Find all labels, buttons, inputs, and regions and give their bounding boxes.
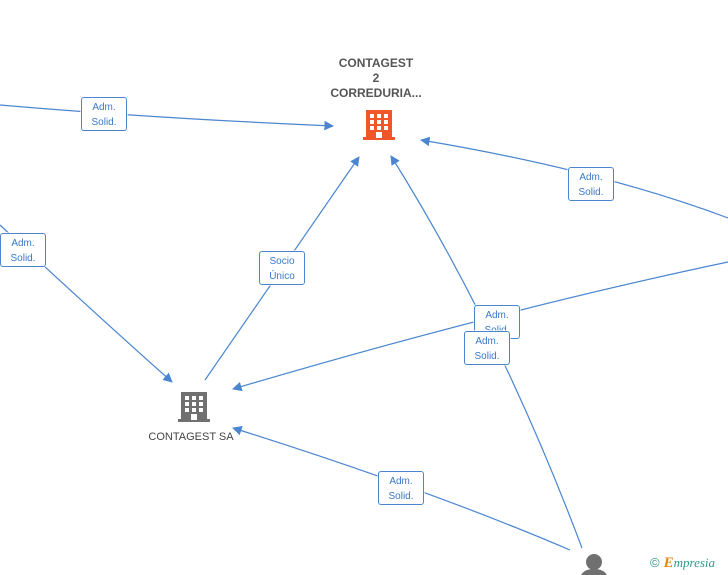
edge-label-line1: Adm. bbox=[11, 238, 35, 249]
building-icon bbox=[178, 392, 210, 422]
person-icon bbox=[581, 554, 607, 575]
edge-label-line2: Solid. bbox=[10, 253, 36, 264]
edge-left-to-contagest2 bbox=[0, 104, 334, 131]
edge-label-line1: Adm. bbox=[579, 172, 603, 183]
brand-first-letter: E bbox=[663, 555, 674, 571]
brand-logo: ©Empresia bbox=[650, 555, 715, 573]
edge-label-line1: Adm. bbox=[389, 476, 413, 487]
edge-label-line2: Solid. bbox=[388, 491, 414, 502]
edge-label-line2: Solid. bbox=[578, 187, 604, 198]
edge-label-line1: Adm. bbox=[92, 102, 116, 113]
edge-label-e1[interactable]: Adm. Solid. bbox=[81, 97, 127, 131]
edge-label-line1: Socio bbox=[269, 256, 295, 267]
edge-label-line1: Adm. bbox=[485, 310, 509, 321]
edge-label-e6[interactable]: Adm. Solid. bbox=[464, 331, 510, 365]
node-label-line: CORREDURIA... bbox=[330, 86, 422, 100]
building-icon bbox=[363, 110, 395, 140]
edge-label-line1: Adm. bbox=[475, 336, 499, 347]
edge-label-e4[interactable]: Adm. Solid. bbox=[0, 233, 46, 267]
node-contagest2-label[interactable]: CONTAGEST 2 CORREDURIA... bbox=[316, 56, 436, 101]
edge-label-line2: Único bbox=[269, 271, 295, 282]
edge-label-e2[interactable]: Adm. Solid. bbox=[568, 167, 614, 201]
copyright-symbol: © bbox=[650, 555, 660, 570]
node-label-line: 2 bbox=[372, 71, 380, 85]
node-contagest-sa-label[interactable]: CONTAGEST SA bbox=[148, 431, 234, 443]
node-label-line: CONTAGEST bbox=[338, 56, 414, 70]
edge-label-line2: Solid. bbox=[475, 323, 519, 338]
brand-name: mpresia bbox=[673, 555, 716, 570]
edge-label-e3[interactable]: Socio Único bbox=[259, 251, 305, 285]
edge-label-e7[interactable]: Adm. Solid. bbox=[378, 471, 424, 505]
edge-label-line2: Solid. bbox=[474, 351, 500, 362]
edge-label-line2: Solid. bbox=[91, 117, 117, 128]
